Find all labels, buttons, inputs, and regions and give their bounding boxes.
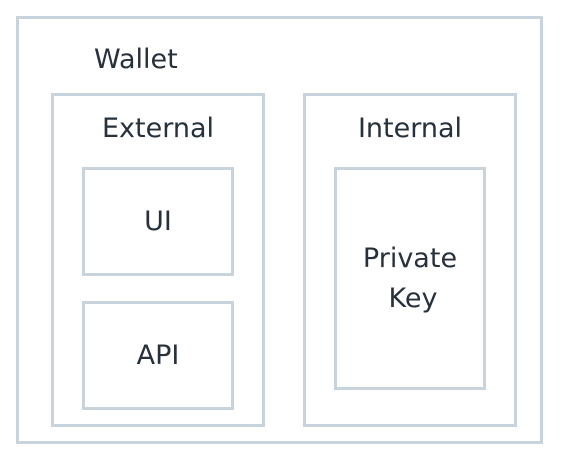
- private-key-label-line-1: Private: [362, 242, 458, 274]
- external-label: External: [101, 113, 215, 144]
- private-key-component: Private Key: [334, 167, 486, 390]
- private-key-label: Private Key: [337, 170, 483, 387]
- api-label: API: [136, 339, 180, 371]
- api-component: API: [82, 301, 234, 410]
- wallet-label: Wallet: [94, 44, 178, 75]
- ui-component: UI: [82, 167, 234, 276]
- ui-label: UI: [144, 205, 172, 237]
- private-key-label-line-2: Key: [388, 282, 438, 314]
- internal-label: Internal: [357, 113, 463, 144]
